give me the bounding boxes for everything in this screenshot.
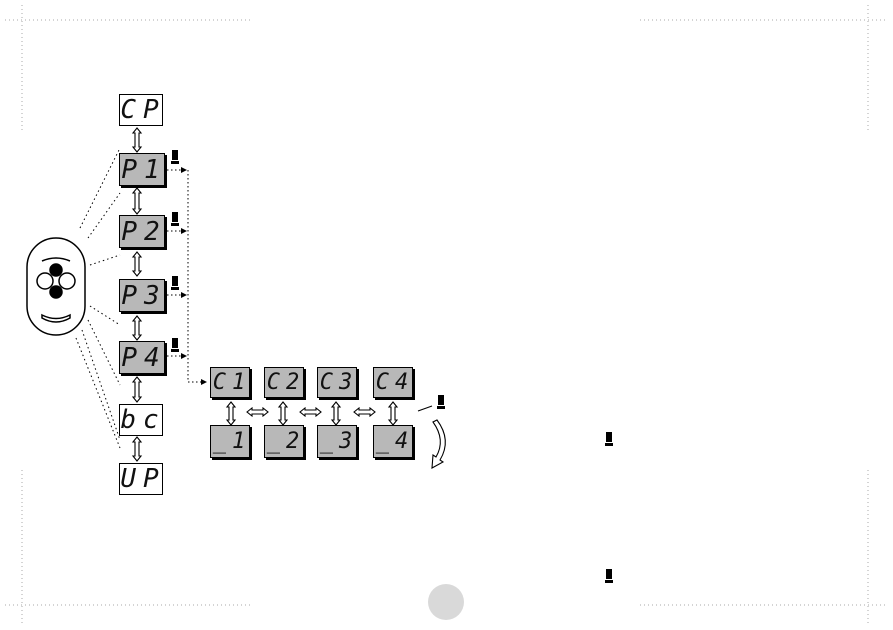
page-frame-lines	[5, 5, 885, 625]
display-p2: P2	[119, 215, 165, 248]
display-d4: _4	[373, 425, 413, 458]
press-button-icon	[171, 150, 179, 164]
display-c2: C2	[264, 367, 304, 398]
remote-dotted-links	[75, 147, 121, 449]
display-up: UP	[119, 463, 166, 495]
display-c3: C3	[317, 367, 357, 398]
display-c1: C1	[210, 367, 250, 398]
press-button-icon	[605, 432, 613, 446]
p-to-bus-links	[167, 167, 207, 385]
display-bc: bc	[119, 404, 166, 436]
display-c4: C4	[373, 367, 413, 398]
display-d3: _3	[317, 425, 357, 458]
display-d2: _2	[264, 425, 304, 458]
display-d1: _1	[210, 425, 250, 458]
remote-control-icon	[26, 237, 86, 336]
press-button-icon	[171, 212, 179, 226]
press-button-icon	[171, 338, 179, 352]
display-p4: P4	[119, 341, 165, 374]
horizontal-double-arrows	[246, 406, 376, 418]
page-number-circle	[428, 584, 464, 620]
display-p1: P1	[119, 153, 165, 186]
press-button-icon	[605, 569, 613, 583]
display-p3: P3	[119, 279, 165, 312]
vertical-double-arrows	[131, 127, 399, 462]
rotate-arrow-icon	[417, 405, 446, 469]
press-button-icon	[437, 395, 445, 409]
press-button-icon	[171, 276, 179, 290]
display-cp: CP	[119, 94, 166, 126]
